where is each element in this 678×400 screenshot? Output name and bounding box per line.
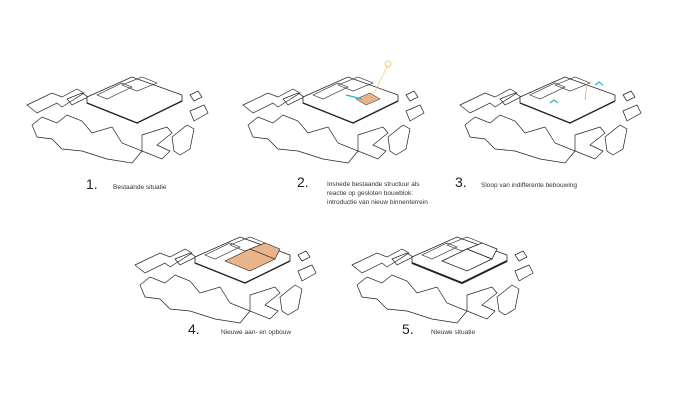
city-block: [391, 252, 414, 266]
city-block: [134, 248, 193, 274]
site-axonometric: [134, 236, 317, 324]
city-block: [514, 264, 534, 282]
city-block: [464, 114, 576, 164]
city-block: [351, 248, 410, 274]
building-base: [194, 260, 291, 284]
city-block: [357, 126, 389, 160]
city-block: [139, 274, 251, 324]
diagram-step-3: [455, 55, 645, 170]
demolish-arrow: [594, 81, 604, 86]
city-block: [249, 286, 281, 320]
step-caption: Nieuwe aan- en opbouw: [221, 329, 292, 336]
building-wing: [421, 242, 458, 260]
building-wing: [529, 82, 566, 100]
city-block: [279, 284, 303, 316]
building-block: [302, 76, 399, 124]
building-wing: [312, 82, 349, 100]
step-number: 1.: [86, 176, 98, 192]
city-block: [189, 104, 209, 122]
city-block: [26, 88, 85, 114]
demolish-arrow: [549, 99, 559, 104]
city-block: [622, 104, 642, 122]
diagram-step-4: [130, 215, 320, 330]
city-block: [387, 124, 411, 156]
building-block: [86, 76, 183, 124]
building-wing: [204, 242, 241, 260]
city-block: [574, 126, 606, 160]
building-wing: [96, 82, 133, 100]
building-base: [302, 100, 399, 124]
city-block: [242, 88, 301, 114]
city-block: [496, 284, 520, 316]
step-caption: Insnede bestaande structuur als reactie …: [327, 181, 428, 206]
city-block: [405, 90, 419, 102]
building-wing: [554, 76, 591, 92]
step-number: 5.: [402, 321, 414, 337]
diagram-step-5: [347, 215, 537, 330]
site-axonometric: [351, 236, 534, 324]
city-block: [66, 92, 89, 106]
site-axonometric: [242, 60, 425, 164]
city-block: [604, 124, 628, 156]
city-block: [459, 88, 518, 114]
city-block: [31, 114, 143, 164]
site-axonometric: [26, 76, 209, 164]
step-number: 3.: [455, 174, 467, 190]
diagram-step-1: [22, 55, 212, 170]
new-courtyard: [355, 92, 381, 106]
city-block: [514, 250, 528, 262]
new-building: [249, 242, 281, 260]
city-block: [282, 92, 305, 106]
cut-arrow: [345, 94, 363, 100]
step-number: 4.: [188, 321, 200, 337]
city-block: [174, 252, 197, 266]
city-block: [189, 90, 203, 102]
step-caption: Sloop van indifferente bebouwing: [481, 182, 578, 189]
city-block: [356, 274, 468, 324]
site-axonometric: [459, 76, 642, 164]
city-block: [622, 90, 636, 102]
city-block: [499, 92, 522, 106]
building-wing: [121, 76, 158, 92]
building-base: [86, 100, 183, 124]
city-block: [171, 124, 195, 156]
demolition-marker: [584, 82, 588, 101]
city-block: [466, 286, 498, 320]
city-block: [141, 126, 173, 160]
sun-icon: [384, 60, 392, 68]
sun-ray: [373, 64, 389, 94]
step-caption: Nieuwe situatie: [431, 329, 476, 336]
building-wing: [337, 76, 374, 92]
building-base: [519, 100, 616, 124]
step-caption: Bestaande situatie: [113, 184, 167, 191]
building-base: [411, 260, 508, 285]
city-block: [297, 264, 317, 282]
city-block: [405, 104, 425, 122]
city-block: [297, 250, 311, 262]
city-block: [247, 114, 359, 164]
step-number: 2.: [297, 174, 309, 190]
diagram-step-2: [238, 55, 428, 170]
new-building: [465, 242, 498, 260]
